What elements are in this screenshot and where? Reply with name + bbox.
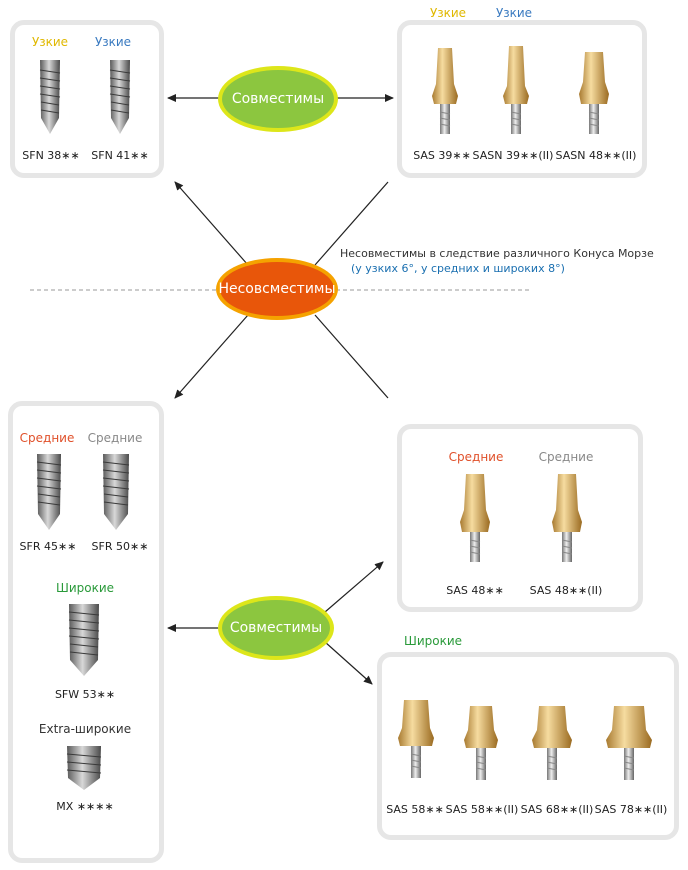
abutment-icon	[503, 46, 529, 134]
label-medium-1: Средние	[19, 431, 75, 445]
caption-sas48-ii: SAS 48∗∗(II)	[529, 584, 603, 597]
abutment-icon	[460, 474, 490, 562]
label-wide-abut: Широкие	[403, 634, 463, 648]
caption-sfr45: SFR 45∗∗	[19, 540, 77, 553]
label-medium-abut-1: Средние	[448, 450, 504, 464]
arrow-incompat-up-left	[174, 181, 249, 266]
caption-sas68-ii: SAS 68∗∗(II)	[520, 803, 594, 816]
label-narrow-1: Узкие	[31, 35, 69, 49]
arrow-incompat-down-left	[174, 314, 249, 399]
caption-sasn48: SASN 48∗∗(II)	[555, 149, 637, 162]
abutment-icon	[606, 706, 652, 780]
caption-mx: MX ∗∗∗∗	[56, 800, 114, 813]
caption-sfw53: SFW 53∗∗	[54, 688, 116, 701]
implant-icon	[68, 604, 100, 676]
abutment-icon	[398, 700, 434, 778]
caption-sas48: SAS 48∗∗	[446, 584, 504, 597]
caption-sas58-ii: SAS 58∗∗(II)	[445, 803, 519, 816]
incompat-note-line2: (у узких 6°, у средних и широких 8°)	[351, 262, 565, 275]
caption-sas39: SAS 39∗∗	[413, 149, 471, 162]
label-wide: Широкие	[55, 581, 115, 595]
caption-sfn38: SFN 38∗∗	[22, 149, 80, 162]
label-extra-wide: Extra-широкие	[38, 722, 132, 736]
label-narrow-2: Узкие	[94, 35, 132, 49]
caption-sfn41: SFN 41∗∗	[91, 149, 149, 162]
label-narrow-abut-1: Узкие	[429, 6, 467, 20]
panel-narrow-implants	[10, 20, 164, 178]
compatible-label: Совместимы	[231, 91, 325, 107]
incompat-note-line1: Несовместимы в следствие различного Кону…	[340, 247, 654, 260]
label-medium-2: Средние	[87, 431, 143, 445]
arrow-compat-bottom-upright	[324, 561, 384, 613]
line-incompat-down-right	[314, 314, 389, 399]
compatible-badge-top: Совместимы	[222, 70, 334, 128]
caption-sasn39: SASN 39∗∗(II)	[472, 149, 554, 162]
incompatible-label: Несовсместимы	[218, 281, 336, 297]
abutment-icon	[532, 706, 572, 780]
incompatible-badge: Несовсместимы	[218, 262, 336, 316]
implant-icon	[66, 746, 102, 790]
label-medium-abut-2: Средние	[538, 450, 594, 464]
arrow-compat-bottom-downright	[324, 641, 373, 685]
label-narrow-abut-2: Узкие	[495, 6, 533, 20]
abutment-icon	[464, 706, 498, 780]
abutment-icon	[432, 48, 458, 134]
abutment-icon	[552, 474, 582, 562]
implant-icon	[39, 60, 61, 134]
caption-sas58: SAS 58∗∗	[386, 803, 444, 816]
caption-sas78-ii: SAS 78∗∗(II)	[594, 803, 668, 816]
implant-icon	[102, 454, 130, 530]
panel-medium-abutments	[397, 424, 643, 612]
implant-icon	[36, 454, 62, 530]
compatible-label: Совместимы	[229, 620, 323, 636]
compatible-badge-bottom: Совместимы	[222, 600, 330, 656]
implant-icon	[109, 60, 131, 134]
caption-sfr50: SFR 50∗∗	[91, 540, 149, 553]
line-incompat-up-right	[314, 181, 389, 266]
abutment-icon	[579, 52, 609, 134]
